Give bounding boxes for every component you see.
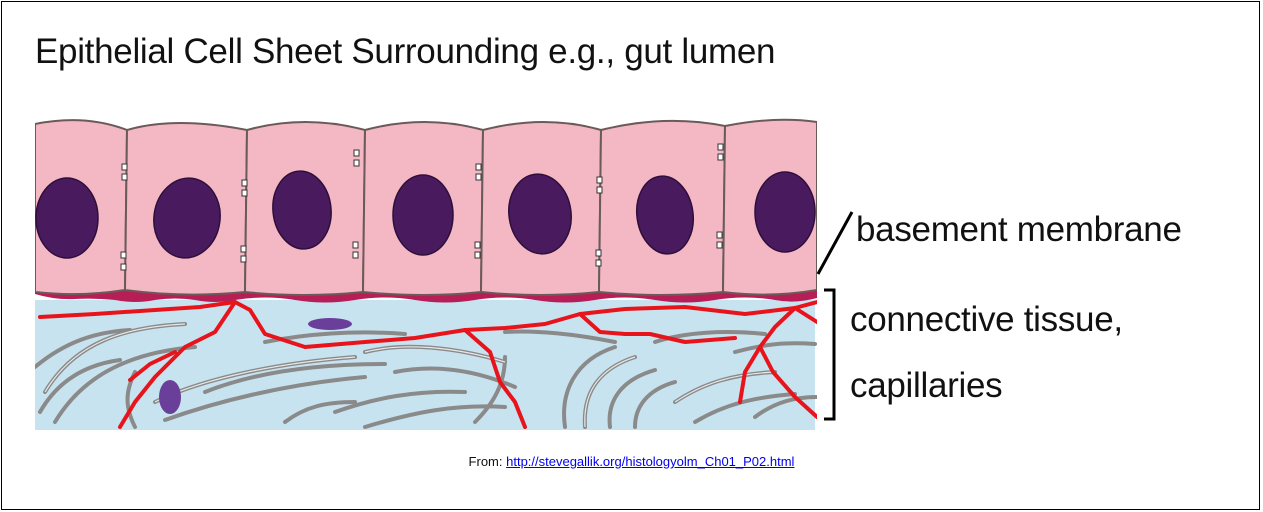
- label-connective-tissue: connective tissue,: [850, 300, 1123, 340]
- source-link[interactable]: http://stevegallik.org/histologyolm_Ch01…: [506, 454, 794, 469]
- fibroblast-nucleus: [159, 380, 181, 414]
- basement-membrane-pointer: [812, 202, 862, 282]
- label-capillaries: capillaries: [850, 366, 1002, 406]
- slide-title: Epithelial Cell Sheet Surrounding e.g., …: [35, 32, 775, 72]
- caption-prefix: From:: [469, 454, 507, 469]
- label-basement-membrane: basement membrane: [856, 210, 1182, 250]
- nucleus: [755, 172, 815, 252]
- nucleus: [36, 178, 98, 258]
- nucleus: [393, 175, 453, 255]
- epithelium-illustration: [35, 102, 817, 430]
- source-caption: From: http://stevegallik.org/histologyol…: [2, 454, 1261, 469]
- fibroblast-nucleus: [308, 318, 352, 330]
- connective-tissue-bracket: [820, 287, 844, 427]
